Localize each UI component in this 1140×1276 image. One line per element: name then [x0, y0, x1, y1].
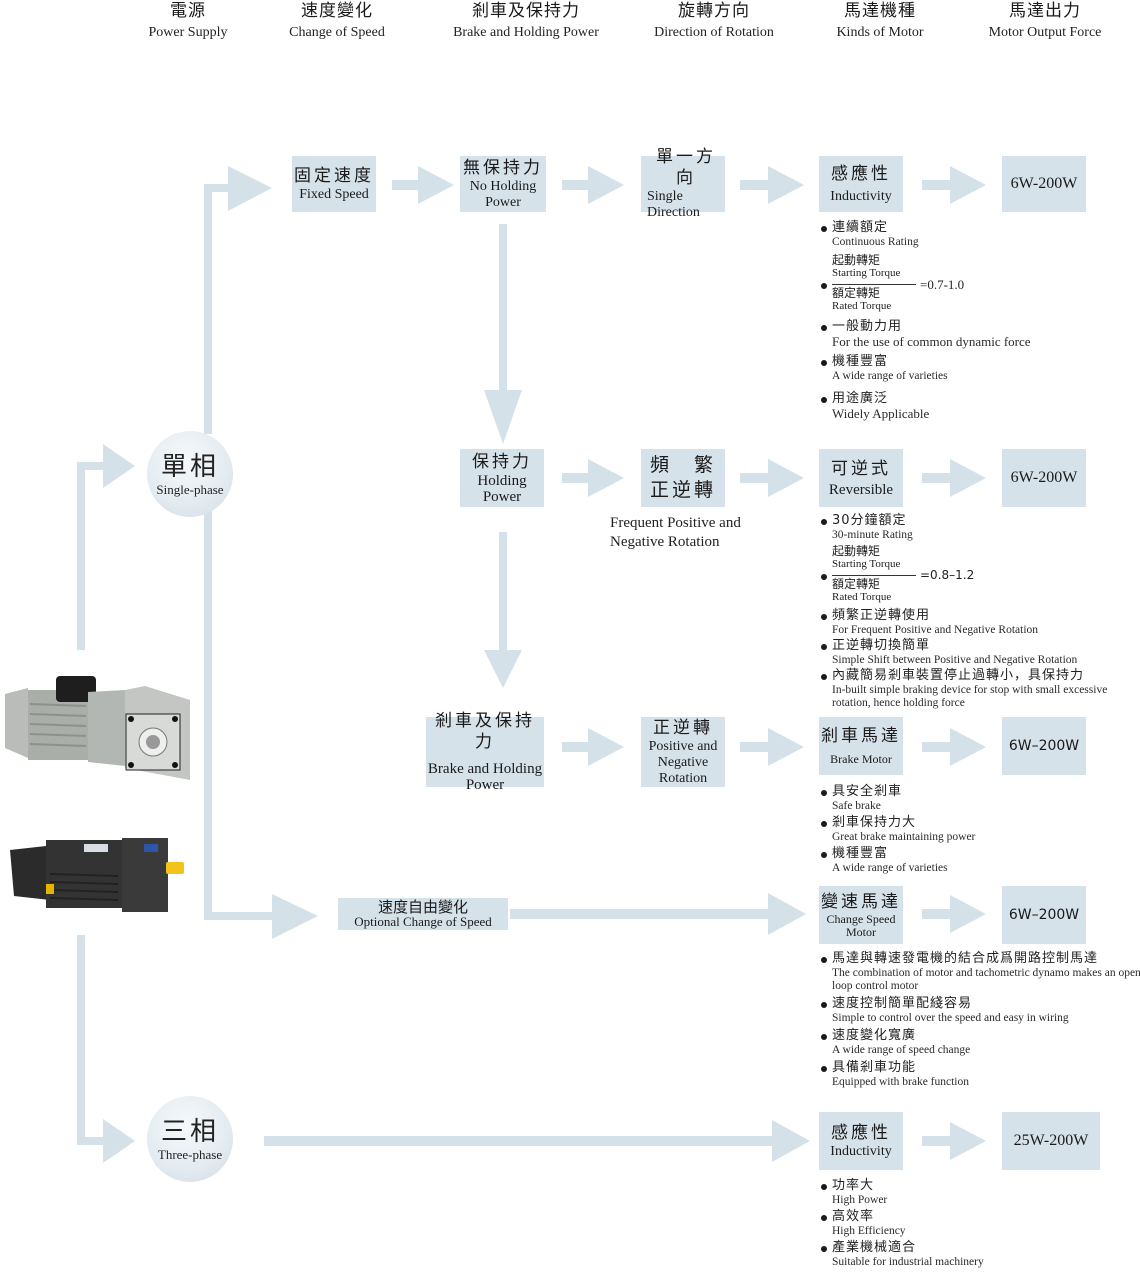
- branch-down-line: [204, 510, 212, 920]
- arrow-r4-2: [950, 895, 986, 933]
- row4-features: 馬達與轉速發電機的結合成爲開路控制馬達 The combination of m…: [820, 951, 1140, 1093]
- arrow-to-fixed-speed: [228, 166, 272, 211]
- feature-item: 速度變化寬廣 A wide range of speed change: [820, 1028, 1140, 1057]
- trunk-down-line: [77, 935, 85, 1145]
- inductivity-motor-box: 感應性 Inductivity: [819, 156, 903, 212]
- down-line-2: [499, 532, 507, 652]
- feature-item: 用途廣泛 Widely Applicable: [820, 391, 1140, 420]
- trunk-down-elbow: [77, 1137, 111, 1145]
- feature-item: 一般動力用 For the use of common dynamic forc…: [820, 319, 1140, 348]
- feature-item: 30分鐘額定 30-minute Rating: [820, 513, 1140, 542]
- arrow-r2-3: [950, 459, 986, 497]
- arrow-to-single-phase: [103, 444, 135, 488]
- arrow-to-three-phase: [103, 1119, 135, 1163]
- feature-item: 機種豐富 A wide range of varieties: [820, 846, 1140, 875]
- feature-item: 具備剎車功能 Equipped with brake function: [820, 1060, 1140, 1089]
- single-phase-node: 單相 Single-phase: [147, 431, 233, 517]
- header-output-force: 馬達出力 Motor Output Force: [988, 1, 1102, 40]
- arrow-r2-2: [768, 459, 804, 497]
- feature-item: 產業機械適合 Suitable for industrial machinery: [820, 1240, 1140, 1269]
- feature-item: 連續額定 Continuous Rating: [820, 220, 1140, 249]
- feature-item: 高效率 High Efficiency: [820, 1209, 1140, 1238]
- output-box-row2: 6W-200W: [1002, 449, 1086, 507]
- frequent-reversal-box: 頻 繁 正逆轉: [641, 449, 725, 507]
- header-brake-holding: 剎車及保持力 Brake and Holding Power: [453, 1, 599, 40]
- arrow-r5-2: [950, 1122, 986, 1160]
- arrow-r1-1: [418, 166, 454, 204]
- row5-features: 功率大 High Power 高效率 High Efficiency 產業機械適…: [820, 1178, 1140, 1273]
- fraction-line: [832, 284, 916, 285]
- arrow-r5-1: [772, 1120, 810, 1162]
- branch-up-line: [204, 184, 212, 434]
- fixed-speed-box: 固定速度 Fixed Speed: [292, 156, 376, 212]
- frequent-rotation-note: Frequent Positive and Negative Rotation: [610, 515, 741, 550]
- feature-item: 剎車保持力大 Great brake maintaining power: [820, 815, 1140, 844]
- branch-down-elbow: [204, 912, 274, 920]
- arrow-down-2: [484, 650, 522, 688]
- down-line-1: [499, 224, 507, 392]
- arrow-to-optional-speed: [272, 894, 318, 939]
- arrow-r1-3: [768, 166, 804, 204]
- gray-gear-motor-image: [5, 676, 190, 780]
- output-box-row5: 25W-200W: [1002, 1112, 1100, 1170]
- feature-item: 功率大 High Power: [820, 1178, 1140, 1207]
- single-direction-box: 單一方向 Single Direction: [641, 147, 725, 220]
- arrow-r3-2: [768, 728, 804, 766]
- optional-speed-box: 速度自由變化 Optional Change of Speed: [338, 898, 508, 930]
- change-speed-motor-box: 變速馬達 Change Speed Motor: [819, 886, 903, 944]
- header-kinds-of-motor: 馬達機種 Kinds of Motor: [836, 1, 924, 40]
- feature-item: 機種豐富 A wide range of varieties: [820, 354, 1140, 383]
- output-box-row1: 6W-200W: [1002, 156, 1086, 212]
- three-phase-node: 三相 Three-phase: [147, 1096, 233, 1182]
- trunk-up-line: [77, 470, 85, 650]
- row1-features: 連續額定 Continuous Rating 起動轉矩 Starting Tor…: [820, 220, 1140, 424]
- arrow-r4-1: [768, 893, 806, 935]
- arrow-r2-1: [588, 459, 624, 497]
- brake-holding-box: 剎車及保持力 Brake and Holding Power: [426, 711, 544, 793]
- arrow-r3-3: [950, 728, 986, 766]
- no-holding-power-box: 無保持力 No Holding Power: [460, 156, 546, 212]
- output-box-row3: 6W–200W: [1002, 717, 1086, 775]
- arrow-r1-4: [950, 166, 986, 204]
- arrow-r1-2: [588, 166, 624, 204]
- fraction-line: [832, 575, 916, 576]
- row3-features: 具安全剎車 Safe brake 剎車保持力大 Great brake main…: [820, 784, 1140, 879]
- feature-item: 正逆轉切換簡單 Simple Shift between Positive an…: [820, 638, 1140, 667]
- black-speed-control-motor-image: [10, 838, 184, 912]
- feature-item: 內藏簡易剎車裝置停止過轉小，具保持力 In-built simple braki…: [820, 668, 1140, 710]
- header-direction: 旋轉方向 Direction of Rotation: [654, 1, 774, 40]
- header-power-supply: 電源 Power Supply: [148, 1, 228, 40]
- holding-power-box: 保持力 Holding Power: [460, 449, 544, 507]
- branch-up-elbow: [204, 184, 234, 192]
- arrow-r3-1: [588, 728, 624, 766]
- output-box-row4: 6W–200W: [1002, 886, 1086, 944]
- three-phase-inductivity-box: 感應性 Inductivity: [819, 1112, 903, 1170]
- feature-item: 具安全剎車 Safe brake: [820, 784, 1140, 813]
- arrow-down-1: [484, 390, 522, 444]
- feature-item: 速度控制簡單配綫容易 Simple to control over the sp…: [820, 996, 1140, 1025]
- brake-motor-box: 剎車馬達 Brake Motor: [819, 717, 903, 775]
- header-change-of-speed: 速度變化 Change of Speed: [289, 1, 385, 40]
- positive-negative-box: 正逆轉 Positive and Negative Rotation: [641, 717, 725, 787]
- trunk-up-elbow: [77, 462, 111, 470]
- row2-features: 30分鐘額定 30-minute Rating 起動轉矩 Starting To…: [820, 513, 1140, 714]
- torque-ratio-feature: 起動轉矩 Starting Torque =0.8–1.2 額定轉矩 Rated…: [820, 544, 1140, 604]
- torque-ratio-feature: 起動轉矩 Starting Torque =0.7-1.0 額定轉矩 Rated…: [820, 253, 1140, 315]
- reversible-motor-box: 可逆式 Reversible: [819, 449, 903, 507]
- feature-item: 頻繁正逆轉使用 For Frequent Positive and Negati…: [820, 608, 1140, 637]
- feature-item: 馬達與轉速發電機的結合成爲開路控制馬達 The combination of m…: [820, 951, 1140, 993]
